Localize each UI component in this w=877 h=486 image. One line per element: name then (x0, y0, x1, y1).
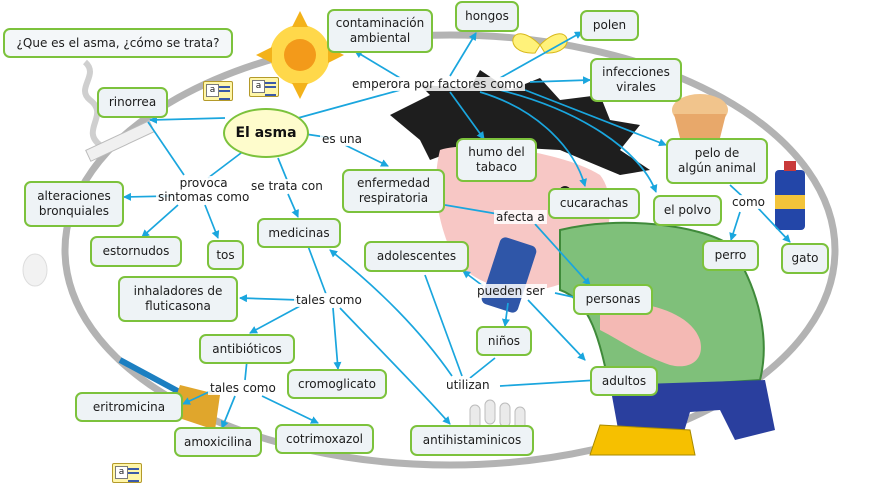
link-phrase-emperora: emperora por factores como (350, 77, 526, 91)
concept-medicinas[interactable]: medicinas (257, 218, 341, 248)
concept-contaminacion[interactable]: contaminación ambiental (327, 9, 433, 53)
smoke-illustration (82, 59, 103, 148)
link-phrase-tales-como-antibioticos: tales como (208, 381, 278, 395)
egg-illustration (22, 253, 48, 287)
concept-cucarachas[interactable]: cucarachas (548, 188, 640, 219)
concept-polen[interactable]: polen (580, 10, 639, 41)
concept-enfermedad[interactable]: enfermedad respiratoria (342, 169, 445, 213)
concept-personas[interactable]: personas (573, 284, 653, 315)
link-phrase-como: como (730, 195, 767, 209)
concept-eritromicina[interactable]: eritromicina (75, 392, 183, 422)
concept-hongos[interactable]: hongos (455, 1, 519, 32)
link-phrase-provoca: provoca sintomas como (156, 176, 252, 204)
concept-amoxicilina[interactable]: amoxicilina (174, 427, 262, 457)
concept-adolescentes[interactable]: adolescentes (364, 241, 469, 272)
concept-adultos[interactable]: adultos (590, 366, 658, 396)
spray-can-illustration (775, 161, 805, 230)
concept-polvo[interactable]: el polvo (653, 195, 722, 226)
concept-cromoglicato[interactable]: cromoglicato (287, 369, 387, 399)
link-phrase-es-una: es una (320, 132, 365, 146)
background-ring (61, 31, 839, 469)
link-phrase-utilizan: utilizan (444, 378, 492, 392)
cupcake-illustration (672, 94, 728, 138)
root-concept[interactable]: El asma (223, 108, 309, 158)
concept-humo[interactable]: humo del tabaco (456, 138, 537, 182)
link-phrase-pueden-ser: pueden ser (475, 284, 547, 298)
concept-antihistaminicos[interactable]: antihistaminicos (410, 425, 534, 456)
concept-pelo[interactable]: pelo de algún animal (666, 138, 768, 184)
note-icon[interactable]: a (203, 81, 233, 101)
concept-alteraciones[interactable]: alteraciones bronquiales (24, 181, 124, 227)
link-phrase-afecta: afecta a (494, 210, 547, 224)
concept-ninos[interactable]: niños (476, 326, 532, 356)
concept-perro[interactable]: perro (702, 240, 759, 271)
note-icon[interactable]: a (112, 463, 142, 483)
concept-estornudos[interactable]: estornudos (90, 236, 182, 267)
pollen-flower-illustration (256, 11, 344, 99)
concept-infecciones[interactable]: infecciones virales (590, 58, 682, 102)
concept-cotrimoxazol[interactable]: cotrimoxazol (275, 424, 374, 454)
concept-antibioticos[interactable]: antibióticos (199, 334, 295, 364)
concept-tos[interactable]: tos (207, 240, 244, 270)
question-box[interactable]: ¿Que es el asma, ¿cómo se trata? (3, 28, 233, 58)
concept-rinorrea[interactable]: rinorrea (97, 87, 168, 118)
concept-inhaladores[interactable]: inhaladores de fluticasona (118, 276, 238, 322)
concept-gato[interactable]: gato (781, 243, 829, 274)
link-phrase-se-trata: se trata con (249, 179, 325, 193)
link-phrase-tales-como-medicinas: tales como (294, 293, 364, 307)
note-icon[interactable]: a (249, 77, 279, 97)
